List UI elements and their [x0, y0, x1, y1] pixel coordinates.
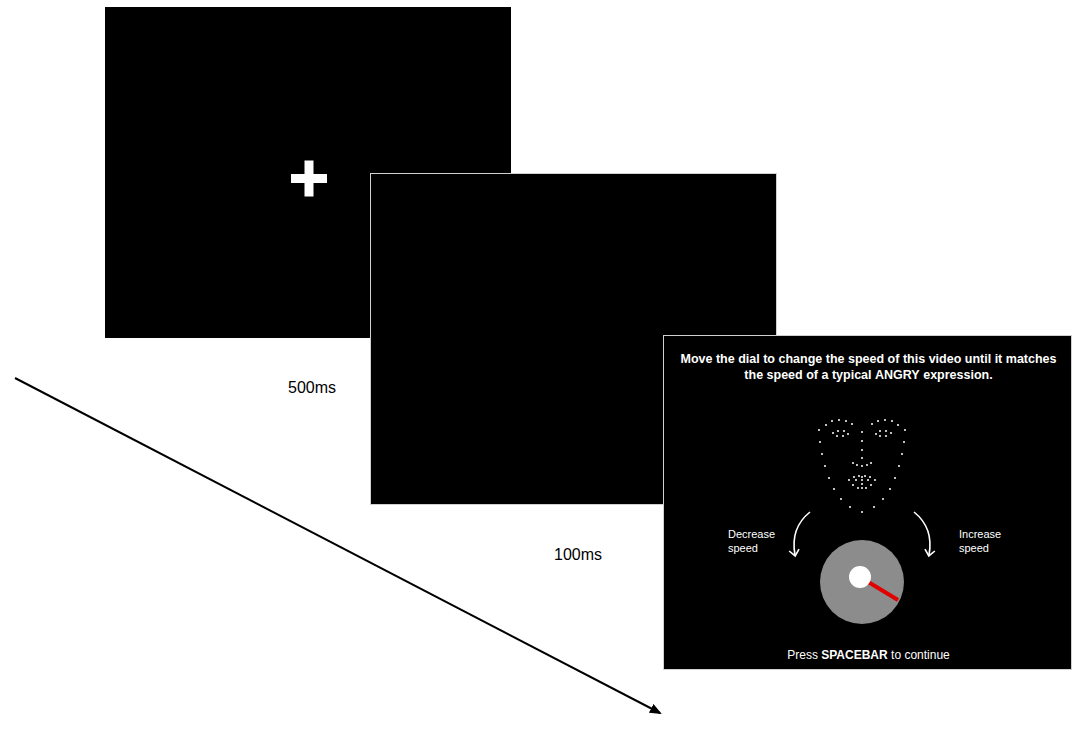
- decrease-arrow: [794, 512, 810, 555]
- instruction-text: Move the dial to change the speed of thi…: [674, 352, 1063, 383]
- increase-arrow: [914, 512, 930, 555]
- dial-body: [820, 540, 904, 624]
- duration-label: 500ms: [288, 379, 336, 397]
- dial-knob: [849, 566, 871, 588]
- continue-prompt: Press SPACEBAR to continue: [664, 648, 1073, 663]
- screen-frame: Move the dial to change the speed of thi…: [663, 335, 1072, 670]
- dial-needle: [860, 577, 898, 600]
- point-light-face: [818, 419, 906, 513]
- timeline-arrow: [15, 378, 660, 713]
- increase-label: Increase speed: [959, 528, 1019, 556]
- decrease-label: Decrease speed: [728, 528, 788, 556]
- fixation-cross: [291, 161, 327, 197]
- duration-label: 100ms: [554, 546, 602, 564]
